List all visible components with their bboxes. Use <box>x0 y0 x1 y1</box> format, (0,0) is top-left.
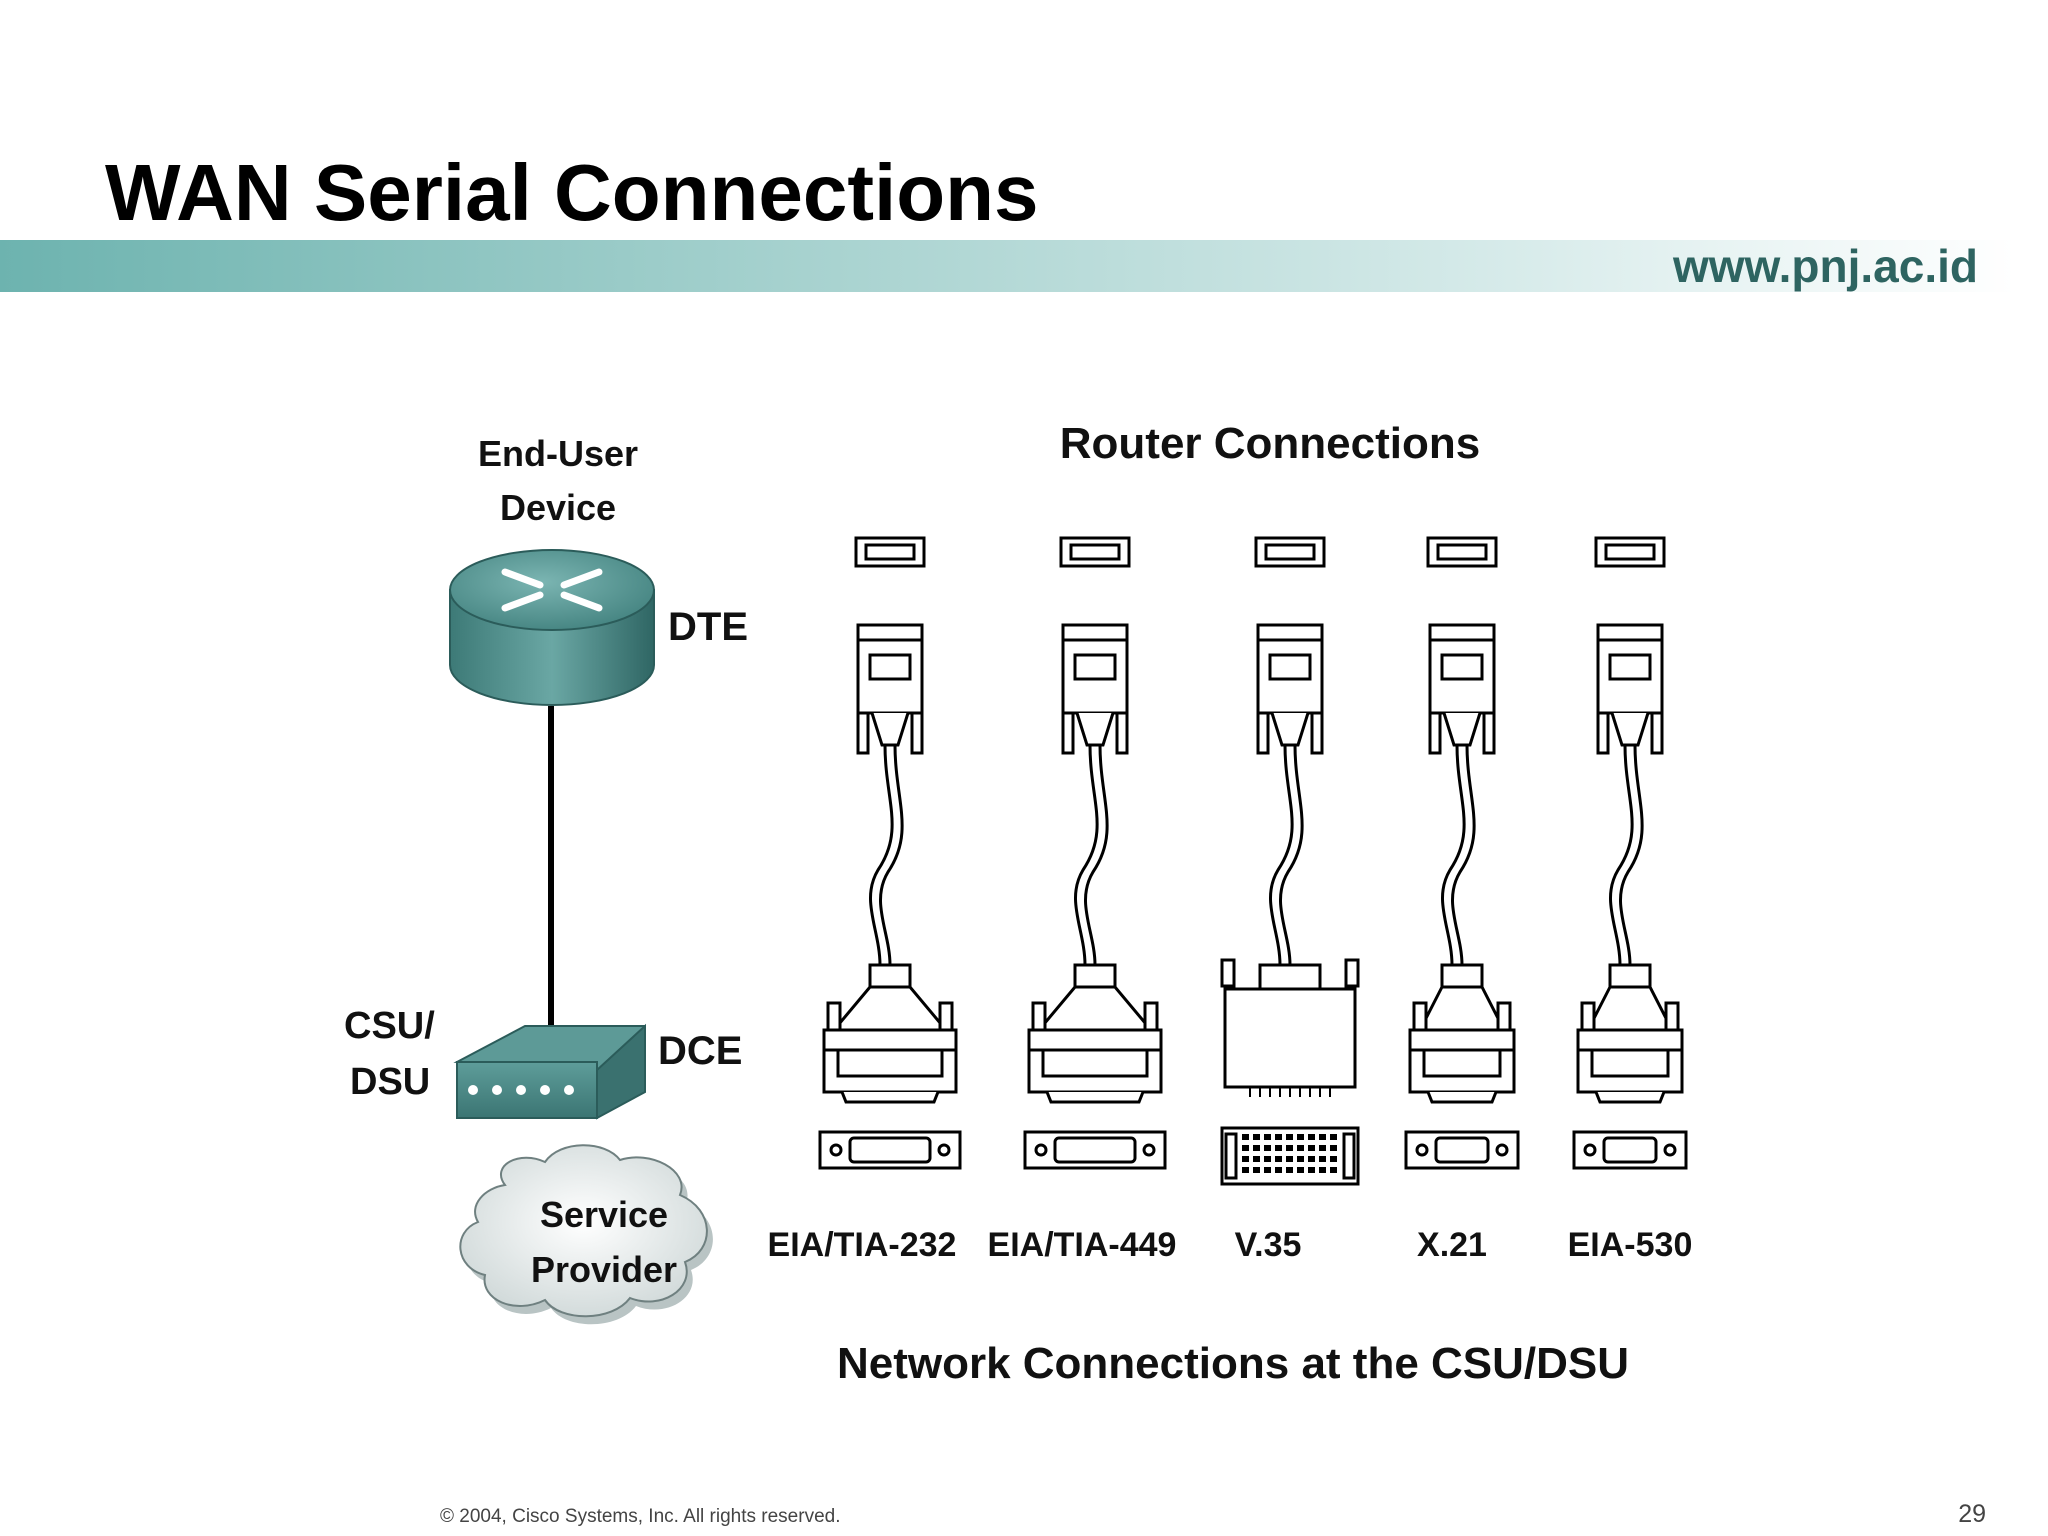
csu-dsu-label-line2: DSU <box>350 1061 430 1103</box>
cable-3: V.35 <box>1220 536 1360 1264</box>
cable-2: EIA/TIA-449 <box>988 536 1177 1264</box>
service-provider-cloud <box>459 1144 713 1325</box>
csu-dsu-label-line1: CSU/ <box>344 1005 435 1047</box>
cable-set: EIA/TIA-232 EIA/TIA-449 V.35 X.21 EIA-530 <box>768 536 1693 1264</box>
dte-label: DTE <box>668 605 748 649</box>
cable-label-5: EIA-530 <box>1568 1226 1693 1264</box>
cable-label-4: X.21 <box>1417 1226 1487 1264</box>
dce-label: DCE <box>658 1029 742 1073</box>
cable-1: EIA/TIA-232 <box>768 536 962 1264</box>
end-user-device-label-line1: End-User <box>478 433 638 474</box>
cable-label-2: EIA/TIA-449 <box>988 1226 1177 1264</box>
network-connections-title: Network Connections at the CSU/DSU <box>837 1339 1629 1388</box>
slide-title: WAN Serial Connections <box>105 148 1039 237</box>
service-provider-label-line1: Service <box>540 1194 668 1235</box>
copyright-footer: © 2004, Cisco Systems, Inc. All rights r… <box>440 1506 841 1527</box>
end-user-device-label-line2: Device <box>500 487 616 528</box>
header-band <box>0 240 2015 292</box>
cable-4: X.21 <box>1404 536 1520 1264</box>
service-provider-label-line2: Provider <box>531 1249 677 1290</box>
cable-label-1: EIA/TIA-232 <box>768 1226 957 1264</box>
csu-dsu-icon <box>453 1023 646 1120</box>
cable-label-3: V.35 <box>1235 1226 1302 1264</box>
site-url: www.pnj.ac.id <box>1673 240 1978 292</box>
router-icon <box>449 549 655 706</box>
page-number: 29 <box>1958 1500 1986 1528</box>
router-connections-title: Router Connections <box>1060 419 1480 468</box>
cable-5: EIA-530 <box>1568 536 1693 1264</box>
